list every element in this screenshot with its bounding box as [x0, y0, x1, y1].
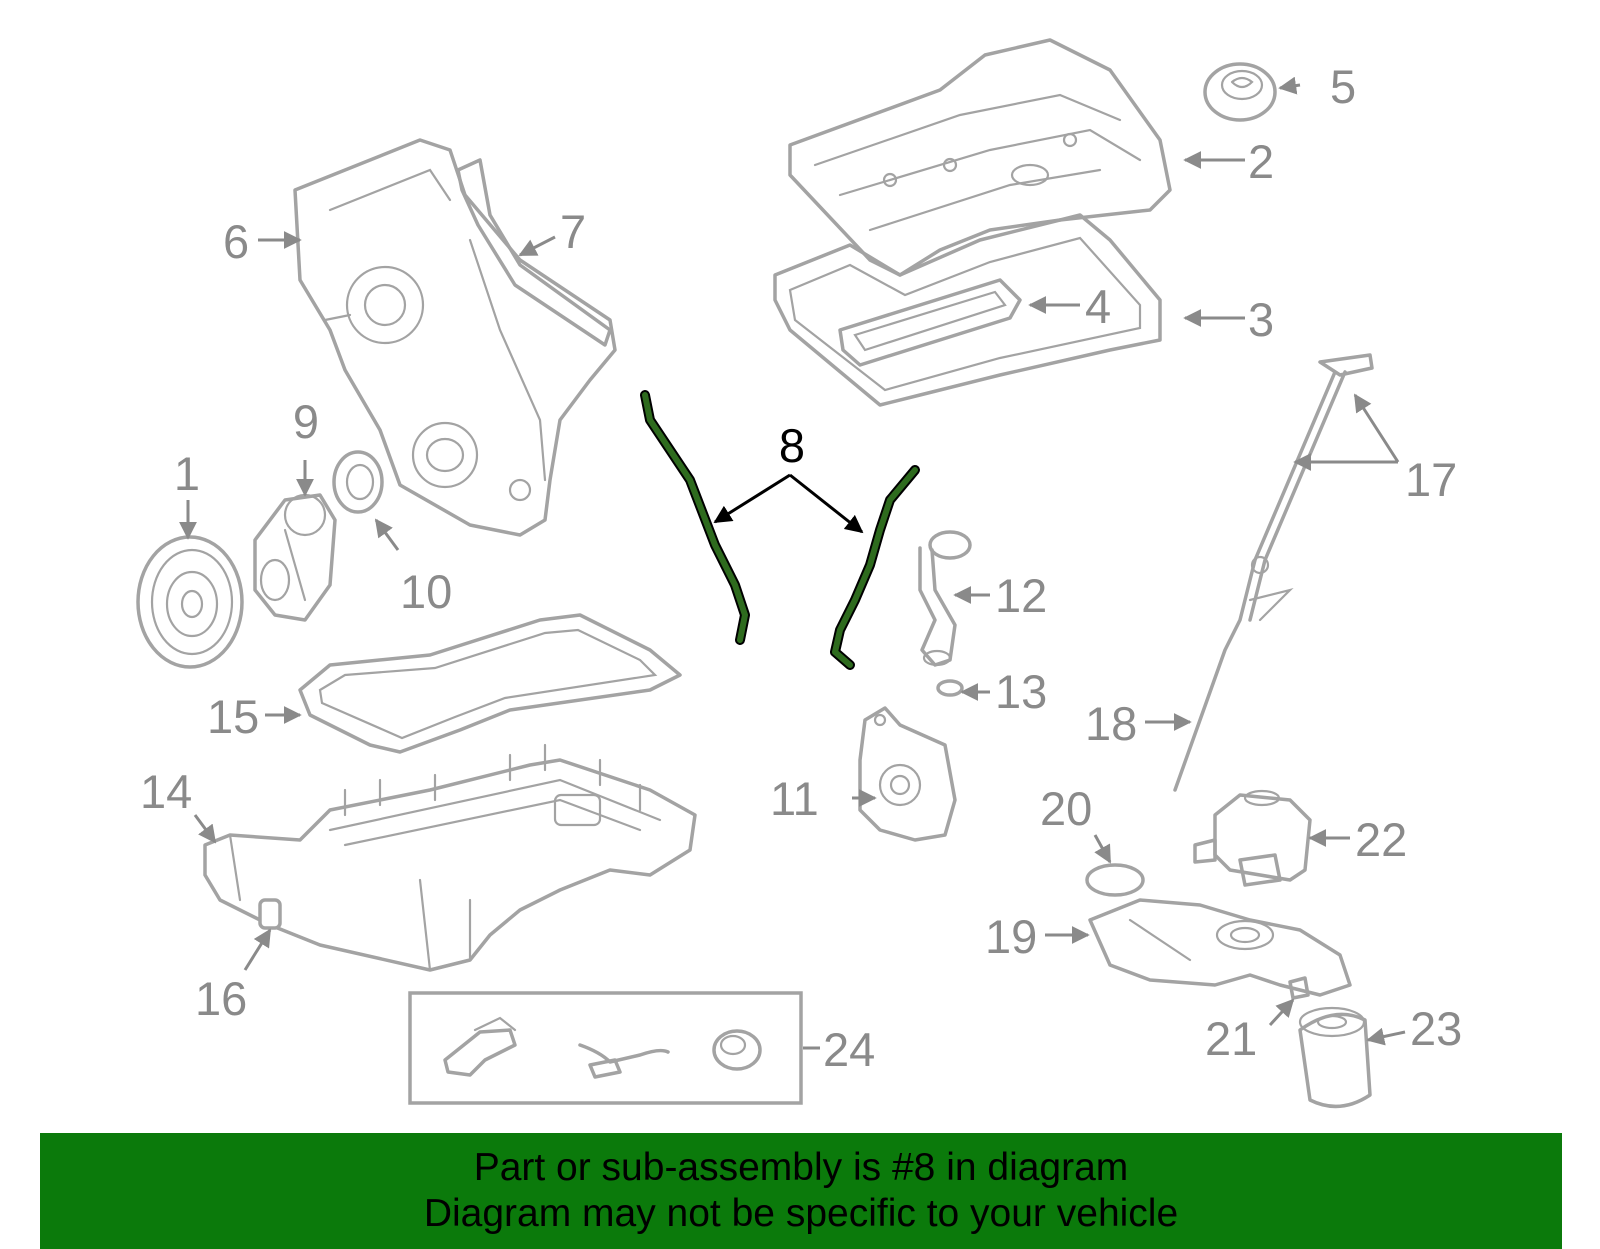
part-valve-cover-gasket-inner: [788, 236, 1142, 392]
callout-21: 21: [1205, 1012, 1257, 1065]
callout-18: 18: [1085, 697, 1137, 750]
callout-4: 4: [1085, 280, 1111, 333]
part-oil-cooler[interactable]: [1193, 789, 1312, 887]
part-oil-pan-gasket-inner: [318, 628, 658, 740]
callout-arrows: [179, 76, 1406, 1050]
info-banner: Part or sub-assembly is #8 in diagram Di…: [40, 1133, 1562, 1249]
part-belt-tensioner[interactable]: [253, 493, 337, 622]
banner-line-1: Part or sub-assembly is #8 in diagram: [473, 1146, 1129, 1189]
part-drain-plug[interactable]: [258, 898, 282, 930]
part-filter-adapter[interactable]: [1088, 898, 1352, 997]
callout-17: 17: [1405, 453, 1457, 506]
highlight-gasket-right: [830, 465, 920, 670]
callout-6: 6: [223, 215, 249, 268]
part-timing-cover-gasket[interactable]: [456, 158, 612, 347]
callout-22: 22: [1355, 813, 1407, 866]
part-filter-stud[interactable]: [1288, 976, 1310, 1000]
banner-line-2: Diagram may not be specific to your vehi…: [423, 1192, 1179, 1235]
callout-1: 1: [174, 447, 200, 500]
part-oil-filter[interactable]: [1298, 1006, 1372, 1109]
part-tube-seal-inner: [853, 290, 1007, 352]
callout-7: 7: [560, 205, 586, 258]
callout-3: 3: [1248, 293, 1274, 346]
callout-13: 13: [995, 665, 1047, 718]
part-timing-cover[interactable]: [293, 138, 617, 537]
callout-2: 2: [1248, 135, 1274, 188]
callout-19: 19: [985, 910, 1037, 963]
callout-labels: 1 2 3 4 5 6 7 8 9 10 11 12 13 14 15 16 1…: [140, 60, 1462, 1076]
callout-15: 15: [207, 690, 259, 743]
part-crank-seal[interactable]: [332, 450, 384, 514]
callout-11: 11: [770, 772, 819, 825]
callout-12: 12: [995, 569, 1047, 622]
callout-8: 8: [779, 419, 805, 472]
part-timing-cover-gasket-highlighted[interactable]: [640, 390, 920, 670]
part-oil-pan[interactable]: [203, 743, 697, 972]
part-oil-filler-cap[interactable]: [1203, 62, 1277, 122]
part-tube-seal[interactable]: [838, 278, 1022, 367]
callout-20: 20: [1040, 782, 1092, 835]
callout-24: 24: [823, 1023, 875, 1076]
part-pickup-oring[interactable]: [936, 679, 964, 697]
callout-14: 14: [140, 765, 192, 818]
callout-8-arrows: [713, 473, 864, 534]
part-dipstick[interactable]: [1173, 353, 1374, 792]
part-cooler-oring[interactable]: [1085, 863, 1145, 897]
part-oil-pump[interactable]: [858, 706, 957, 842]
callout-5: 5: [1330, 60, 1356, 113]
callout-23: 23: [1410, 1002, 1462, 1055]
part-sensor-kit[interactable]: [408, 991, 803, 1105]
callout-9: 9: [293, 395, 319, 448]
part-valve-cover-gasket[interactable]: [773, 213, 1162, 407]
part-crank-pulley[interactable]: [136, 535, 244, 669]
part-oil-pan-gasket[interactable]: [298, 613, 682, 754]
callout-16: 16: [195, 972, 247, 1025]
part-oil-pickup[interactable]: [918, 530, 972, 667]
callout-10: 10: [400, 565, 452, 618]
